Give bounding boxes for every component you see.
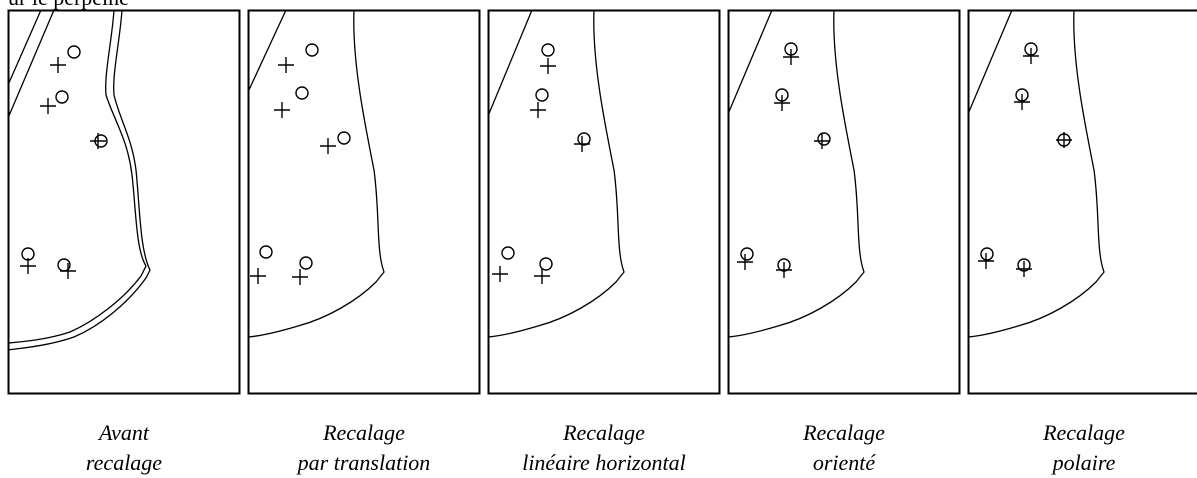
caption-line-1: Recalage — [248, 418, 480, 448]
caption-line-1: Recalage — [488, 418, 720, 448]
caption-line-1: Recalage — [728, 418, 960, 448]
panel-recalage-translation: Recalage par translation — [248, 10, 480, 394]
panel-drawing — [968, 10, 1197, 394]
boundary-line — [968, 10, 1012, 114]
panel-drawing — [488, 10, 720, 394]
panel-frame — [9, 11, 240, 394]
boundary-line — [488, 10, 624, 337]
landmark-markers — [978, 43, 1072, 277]
caption: Recalage polaire — [968, 418, 1197, 478]
panel-frame — [969, 11, 1197, 394]
panel-frame — [489, 11, 720, 394]
caption-line-2: recalage — [8, 448, 240, 478]
landmark-markers — [737, 43, 830, 278]
boundary-line — [728, 10, 772, 114]
landmark-markers — [250, 44, 350, 285]
boundary-line — [728, 10, 864, 337]
panel-drawing — [248, 10, 480, 394]
caption: Recalage orienté — [728, 418, 960, 478]
panel-drawing — [728, 10, 960, 394]
boundary-line — [8, 10, 54, 118]
boundary-line — [488, 10, 532, 116]
caption-line-1: Recalage — [968, 418, 1197, 448]
landmark-markers — [492, 44, 590, 284]
caption-line-2: linéaire horizontal — [488, 448, 720, 478]
boundary-line — [8, 10, 146, 343]
panel-recalage-lineaire-horizontal: Recalage linéaire horizontal — [488, 10, 720, 394]
boundary-line — [248, 10, 286, 92]
caption-line-2: polaire — [968, 448, 1197, 478]
panel-frame — [249, 11, 480, 394]
panel-recalage-oriente: Recalage orienté — [728, 10, 960, 394]
panel-avant-recalage: Avant recalage — [8, 10, 240, 394]
top-text-fragment: ur le pérpeine — [8, 0, 129, 10]
caption: Recalage linéaire horizontal — [488, 418, 720, 478]
panel-frame — [729, 11, 960, 394]
boundary-line — [248, 10, 384, 337]
caption-line-2: par translation — [248, 448, 480, 478]
caption-line-2: orienté — [728, 448, 960, 478]
landmark-markers — [20, 46, 107, 279]
caption: Avant recalage — [8, 418, 240, 478]
caption-line-1: Avant — [8, 418, 240, 448]
boundary-line — [8, 10, 150, 350]
boundary-line — [8, 10, 41, 85]
panel-recalage-polaire: Recalage polaire — [968, 10, 1197, 394]
panel-drawing — [8, 10, 240, 394]
boundary-line — [968, 10, 1104, 337]
caption: Recalage par translation — [248, 418, 480, 478]
